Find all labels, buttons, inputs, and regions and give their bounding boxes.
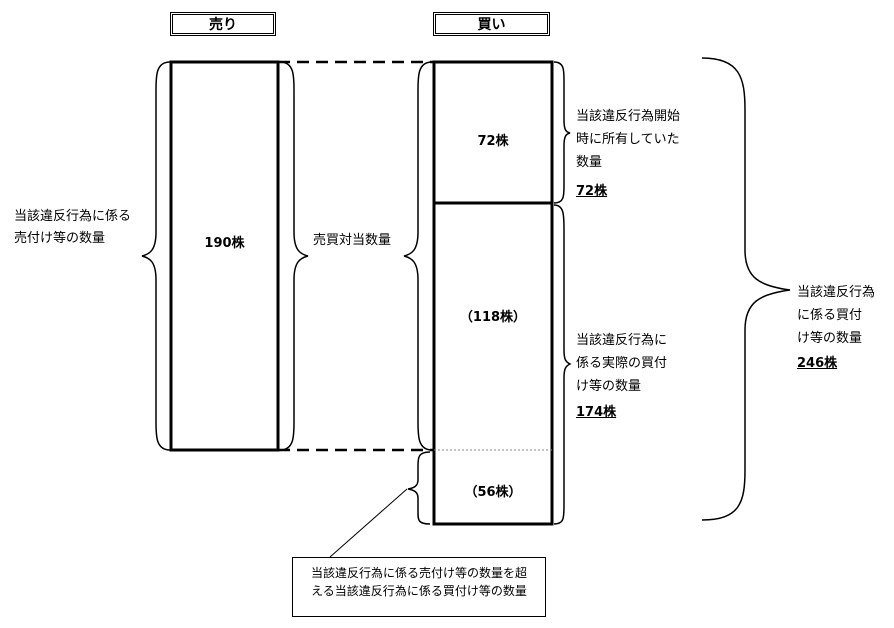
held-brace — [553, 61, 571, 204]
buy-header: 買い — [433, 12, 550, 36]
actual-label: 当該違反行為に 係る実際の買付 け等の数量 — [576, 333, 668, 394]
middle-brace-left — [279, 61, 309, 451]
buy-header-text: 買い — [477, 17, 506, 33]
buy-box-outline — [432, 60, 554, 526]
middle-label: 売買対当数量 — [313, 233, 392, 248]
buy-top-value: 72株 — [477, 134, 509, 149]
held-value: 72株 — [576, 184, 608, 199]
actual-value: 174株 — [576, 405, 617, 420]
actual-brace — [553, 204, 572, 525]
sell-box — [169, 60, 280, 452]
held-label: 当該違反行為開始 時に所有していた 数量 — [576, 109, 681, 170]
total-value: 246株 — [797, 356, 838, 371]
total-brace — [701, 57, 791, 521]
sell-header: 売り — [170, 12, 276, 36]
total-label: 当該違反行為 に係る買付 け等の数量 — [797, 285, 876, 346]
left-brace — [141, 61, 171, 451]
sell-header-text: 売り — [209, 17, 237, 33]
callout-pointer — [329, 488, 408, 558]
callout-box: 当該違反行為に係る売付け等の数量を超 える当該違反行為に係る買付け等の数量 — [292, 557, 546, 617]
middle-brace-right — [403, 61, 433, 451]
sell-value: 190株 — [204, 236, 245, 251]
left-label: 当該違反行為に係る 売付け等の数量 — [14, 209, 132, 246]
excess-brace — [407, 451, 431, 525]
buy-bottom-value: （56株） — [464, 485, 522, 500]
buy-middle-value: （118株） — [459, 310, 527, 325]
